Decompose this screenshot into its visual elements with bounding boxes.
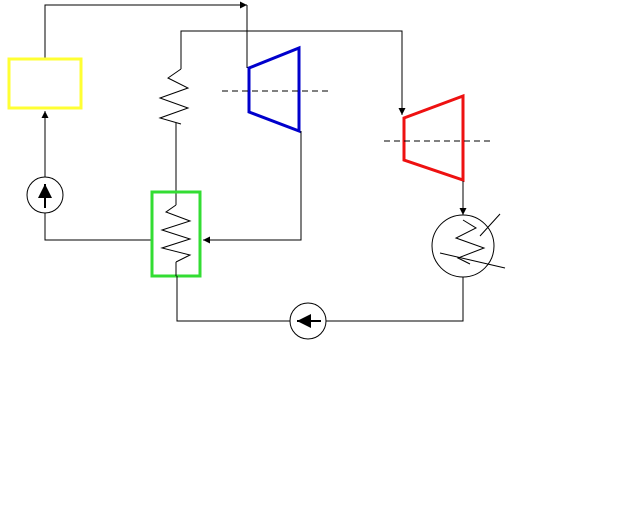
condenser-cooling-line-upper bbox=[479, 213, 501, 237]
pipe-reheater-to-lp-turbine bbox=[180, 30, 406, 115]
condenser-cooling-line bbox=[439, 252, 506, 269]
regenerator-heat-exchanger bbox=[150, 190, 202, 278]
low-pressure-turbine bbox=[384, 93, 492, 183]
pipe-condenser-to-condensate-pump bbox=[326, 277, 464, 322]
pipe-regenerator-to-feed-pump bbox=[44, 213, 152, 241]
condensate-pump-body bbox=[289, 302, 327, 340]
reheater-coil bbox=[158, 31, 190, 205]
hp-turbine-body bbox=[247, 45, 301, 134]
condensate-pump bbox=[289, 302, 327, 340]
lp-turbine-body bbox=[402, 93, 465, 183]
regenerator-zigzag bbox=[160, 204, 192, 263]
feed-pump bbox=[26, 176, 64, 214]
pipe-condensate-pump-to-regenerator bbox=[176, 276, 290, 322]
heat-source-box bbox=[7, 57, 83, 110]
pipe-heat-source-to-hp-turbine bbox=[44, 1, 247, 58]
reheater-zigzag bbox=[158, 68, 190, 125]
condenser-body bbox=[431, 214, 495, 278]
pipe-hp-turbine-to-regenerator bbox=[203, 131, 302, 244]
high-pressure-turbine bbox=[222, 45, 330, 134]
condenser bbox=[431, 213, 506, 278]
condenser-zigzag bbox=[454, 219, 486, 265]
